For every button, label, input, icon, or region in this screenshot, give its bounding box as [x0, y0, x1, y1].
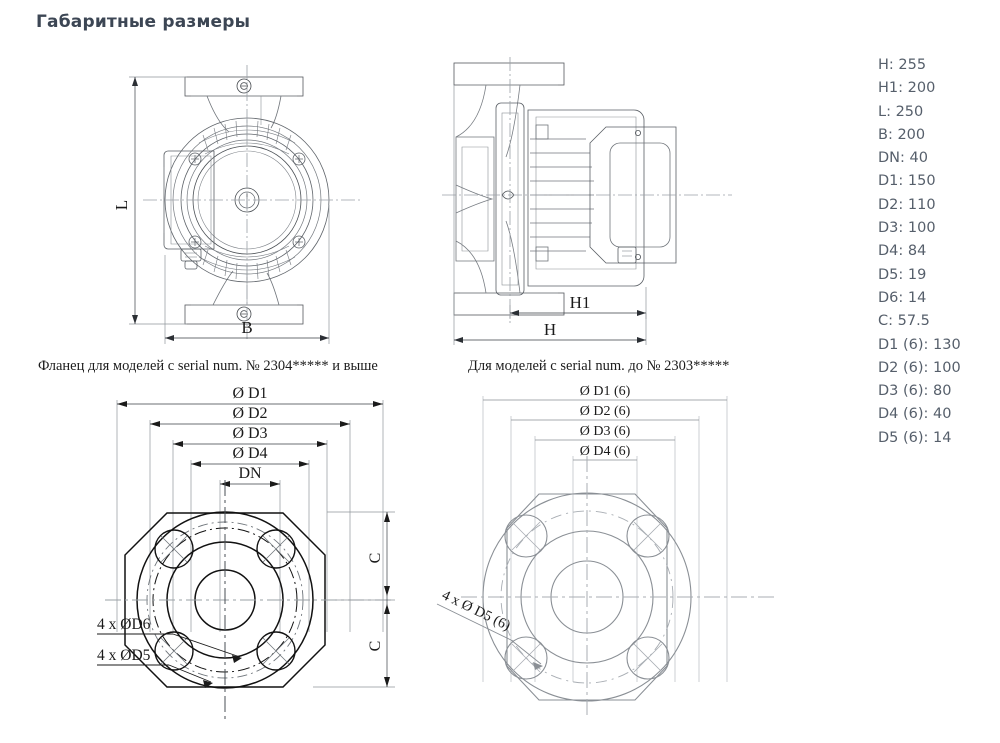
spec-row: D3 (6): 80: [878, 383, 952, 400]
side-view-h1-dim-label: H1: [570, 293, 591, 312]
spec-row: D5 (6): 14: [878, 429, 952, 446]
spec-row: D2 (6): 100: [878, 359, 961, 376]
flange-left-dim-d3: Ø D3: [232, 425, 267, 442]
spec-row: H1: 200: [878, 80, 936, 97]
flange-left-dim-d4: Ø D4: [232, 445, 267, 462]
side-view-h-dim-label: H: [544, 320, 556, 339]
spec-row: D2: 110: [878, 196, 936, 213]
specifications-list: H: 255 H1: 200 L: 250 B: 200 DN: 40 D1: …: [878, 54, 961, 450]
spec-row: D1: 150: [878, 173, 936, 190]
top-view-vertical-dim-label: L: [112, 200, 131, 210]
spec-row: D4 (6): 40: [878, 406, 952, 423]
flange-left-dim-c-lower: C: [367, 641, 384, 652]
flange-drawing-old-models: Ø D1 (6) Ø D2 (6) Ø D3 (6) Ø D4 (6): [436, 382, 785, 743]
spec-row: L: 250: [878, 103, 924, 120]
flange-left-dim-dn: DN: [238, 465, 262, 482]
flange-left-dim-d1: Ø D1: [232, 385, 267, 402]
spec-row: B: 200: [878, 126, 926, 143]
spec-row: D6: 14: [878, 289, 927, 306]
spec-row: D4: 84: [878, 243, 927, 260]
pump-side-view-drawing: H1 H: [440, 55, 740, 350]
flange-right-dim-d4: Ø D4 (6): [580, 444, 631, 459]
spec-row: DN: 40: [878, 150, 928, 167]
flange-left-callout-d6: 4 x ØD6: [97, 616, 151, 633]
top-view-horizontal-dim-label: B: [241, 318, 252, 337]
caption-flange-old-models: Для моделей с serial num. до № 2303*****: [468, 358, 730, 374]
flange-drawing-new-models: Ø D1 Ø D2 Ø D3 Ø D4: [95, 382, 435, 743]
flange-right-dim-d2: Ø D2 (6): [580, 404, 631, 419]
flange-left-callout-d5: 4 x ØD5: [97, 647, 151, 664]
spec-row: D3: 100: [878, 220, 936, 237]
flange-left-dim-c-upper: C: [367, 553, 384, 564]
flange-left-dim-d2: Ø D2: [232, 405, 267, 422]
spec-row: D5: 19: [878, 266, 927, 283]
spec-row: D1 (6): 130: [878, 336, 961, 353]
pump-top-view-drawing: L B: [95, 55, 385, 350]
caption-flange-new-models: Фланец для моделей с serial num. № 2304*…: [38, 358, 378, 374]
flange-right-dim-d1: Ø D1 (6): [580, 384, 631, 399]
page-title: Габаритные размеры: [36, 12, 251, 32]
spec-row: C: 57.5: [878, 313, 930, 330]
spec-row: H: 255: [878, 57, 927, 73]
flange-right-dim-d3: Ø D3 (6): [580, 424, 631, 439]
